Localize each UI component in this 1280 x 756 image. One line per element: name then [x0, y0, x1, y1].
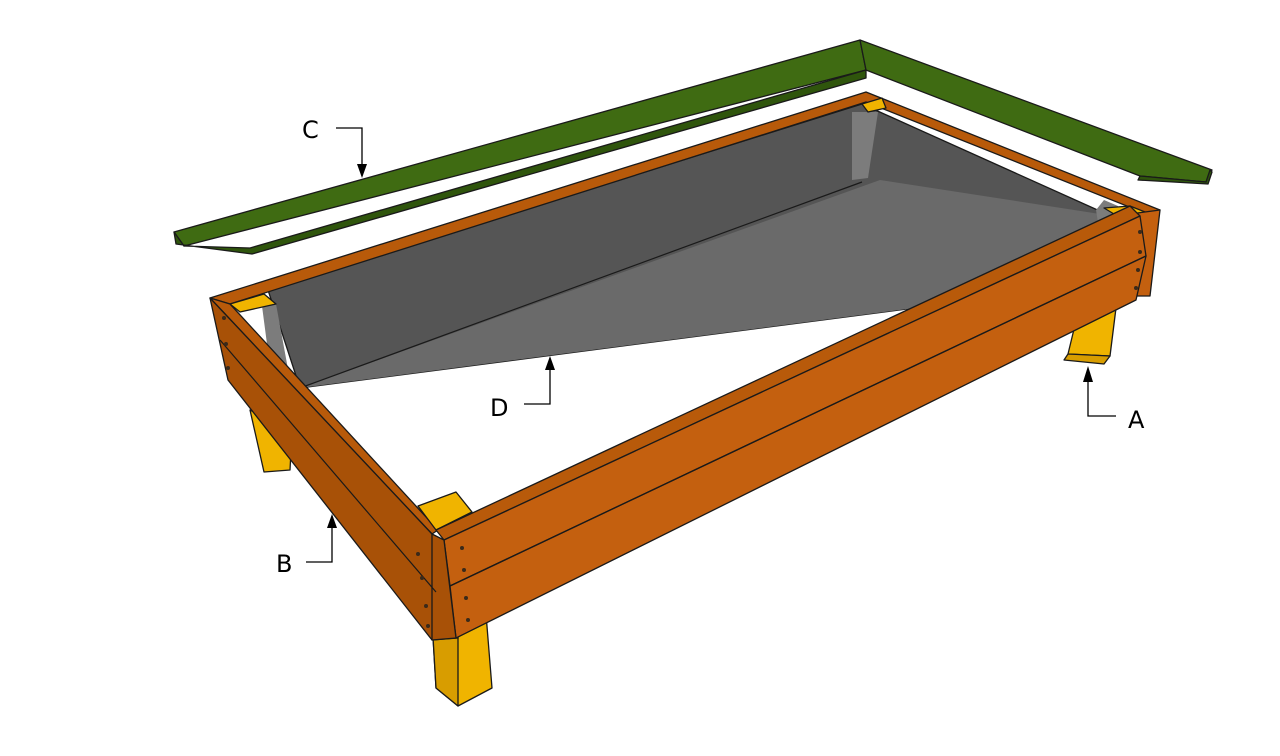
liner-corner-fold — [852, 112, 878, 180]
screw — [222, 316, 226, 320]
screw — [1138, 250, 1142, 254]
screw — [416, 552, 420, 556]
leg-back-right-side — [1063, 353, 1111, 365]
cap-trim — [173, 39, 1213, 255]
callout-b: B — [276, 514, 337, 578]
leader-a — [1087, 378, 1116, 417]
leader-b — [306, 524, 333, 563]
callout-d: D — [490, 356, 555, 422]
callout-label-d: D — [490, 394, 508, 422]
screw — [224, 342, 228, 346]
leader-d — [524, 366, 551, 405]
frame — [209, 91, 1161, 641]
trim-right-face — [1137, 169, 1213, 185]
screw — [466, 618, 470, 622]
frame-seam-front — [449, 255, 1147, 587]
arrowhead-b — [327, 514, 337, 528]
screw — [464, 596, 468, 600]
callout-label-a: A — [1128, 406, 1145, 434]
callout-a: A — [1083, 366, 1145, 434]
screw — [420, 576, 424, 580]
frame-seam-left — [219, 339, 437, 593]
trim-left-face — [173, 69, 867, 255]
leader-c — [336, 127, 363, 168]
callout-label-c: C — [302, 116, 319, 144]
liner-floor — [300, 180, 1100, 388]
arrowhead-d — [545, 356, 555, 370]
screw — [460, 546, 464, 550]
screw — [426, 624, 430, 628]
screw — [462, 568, 466, 572]
callout-c: C — [302, 116, 367, 178]
liner-crease — [299, 181, 863, 389]
screw — [226, 366, 230, 370]
screw — [1138, 230, 1142, 234]
corner-post-back-top — [861, 97, 887, 113]
arrowhead-a — [1083, 366, 1093, 382]
corner-post-front-top — [417, 491, 473, 531]
arrowhead-c — [357, 164, 367, 178]
frame-front-end-grain — [431, 533, 457, 641]
corner-post-back-left — [229, 293, 277, 313]
screw — [424, 604, 428, 608]
screw — [1134, 286, 1138, 290]
callout-label-b: B — [276, 550, 292, 578]
screw — [1136, 268, 1140, 272]
